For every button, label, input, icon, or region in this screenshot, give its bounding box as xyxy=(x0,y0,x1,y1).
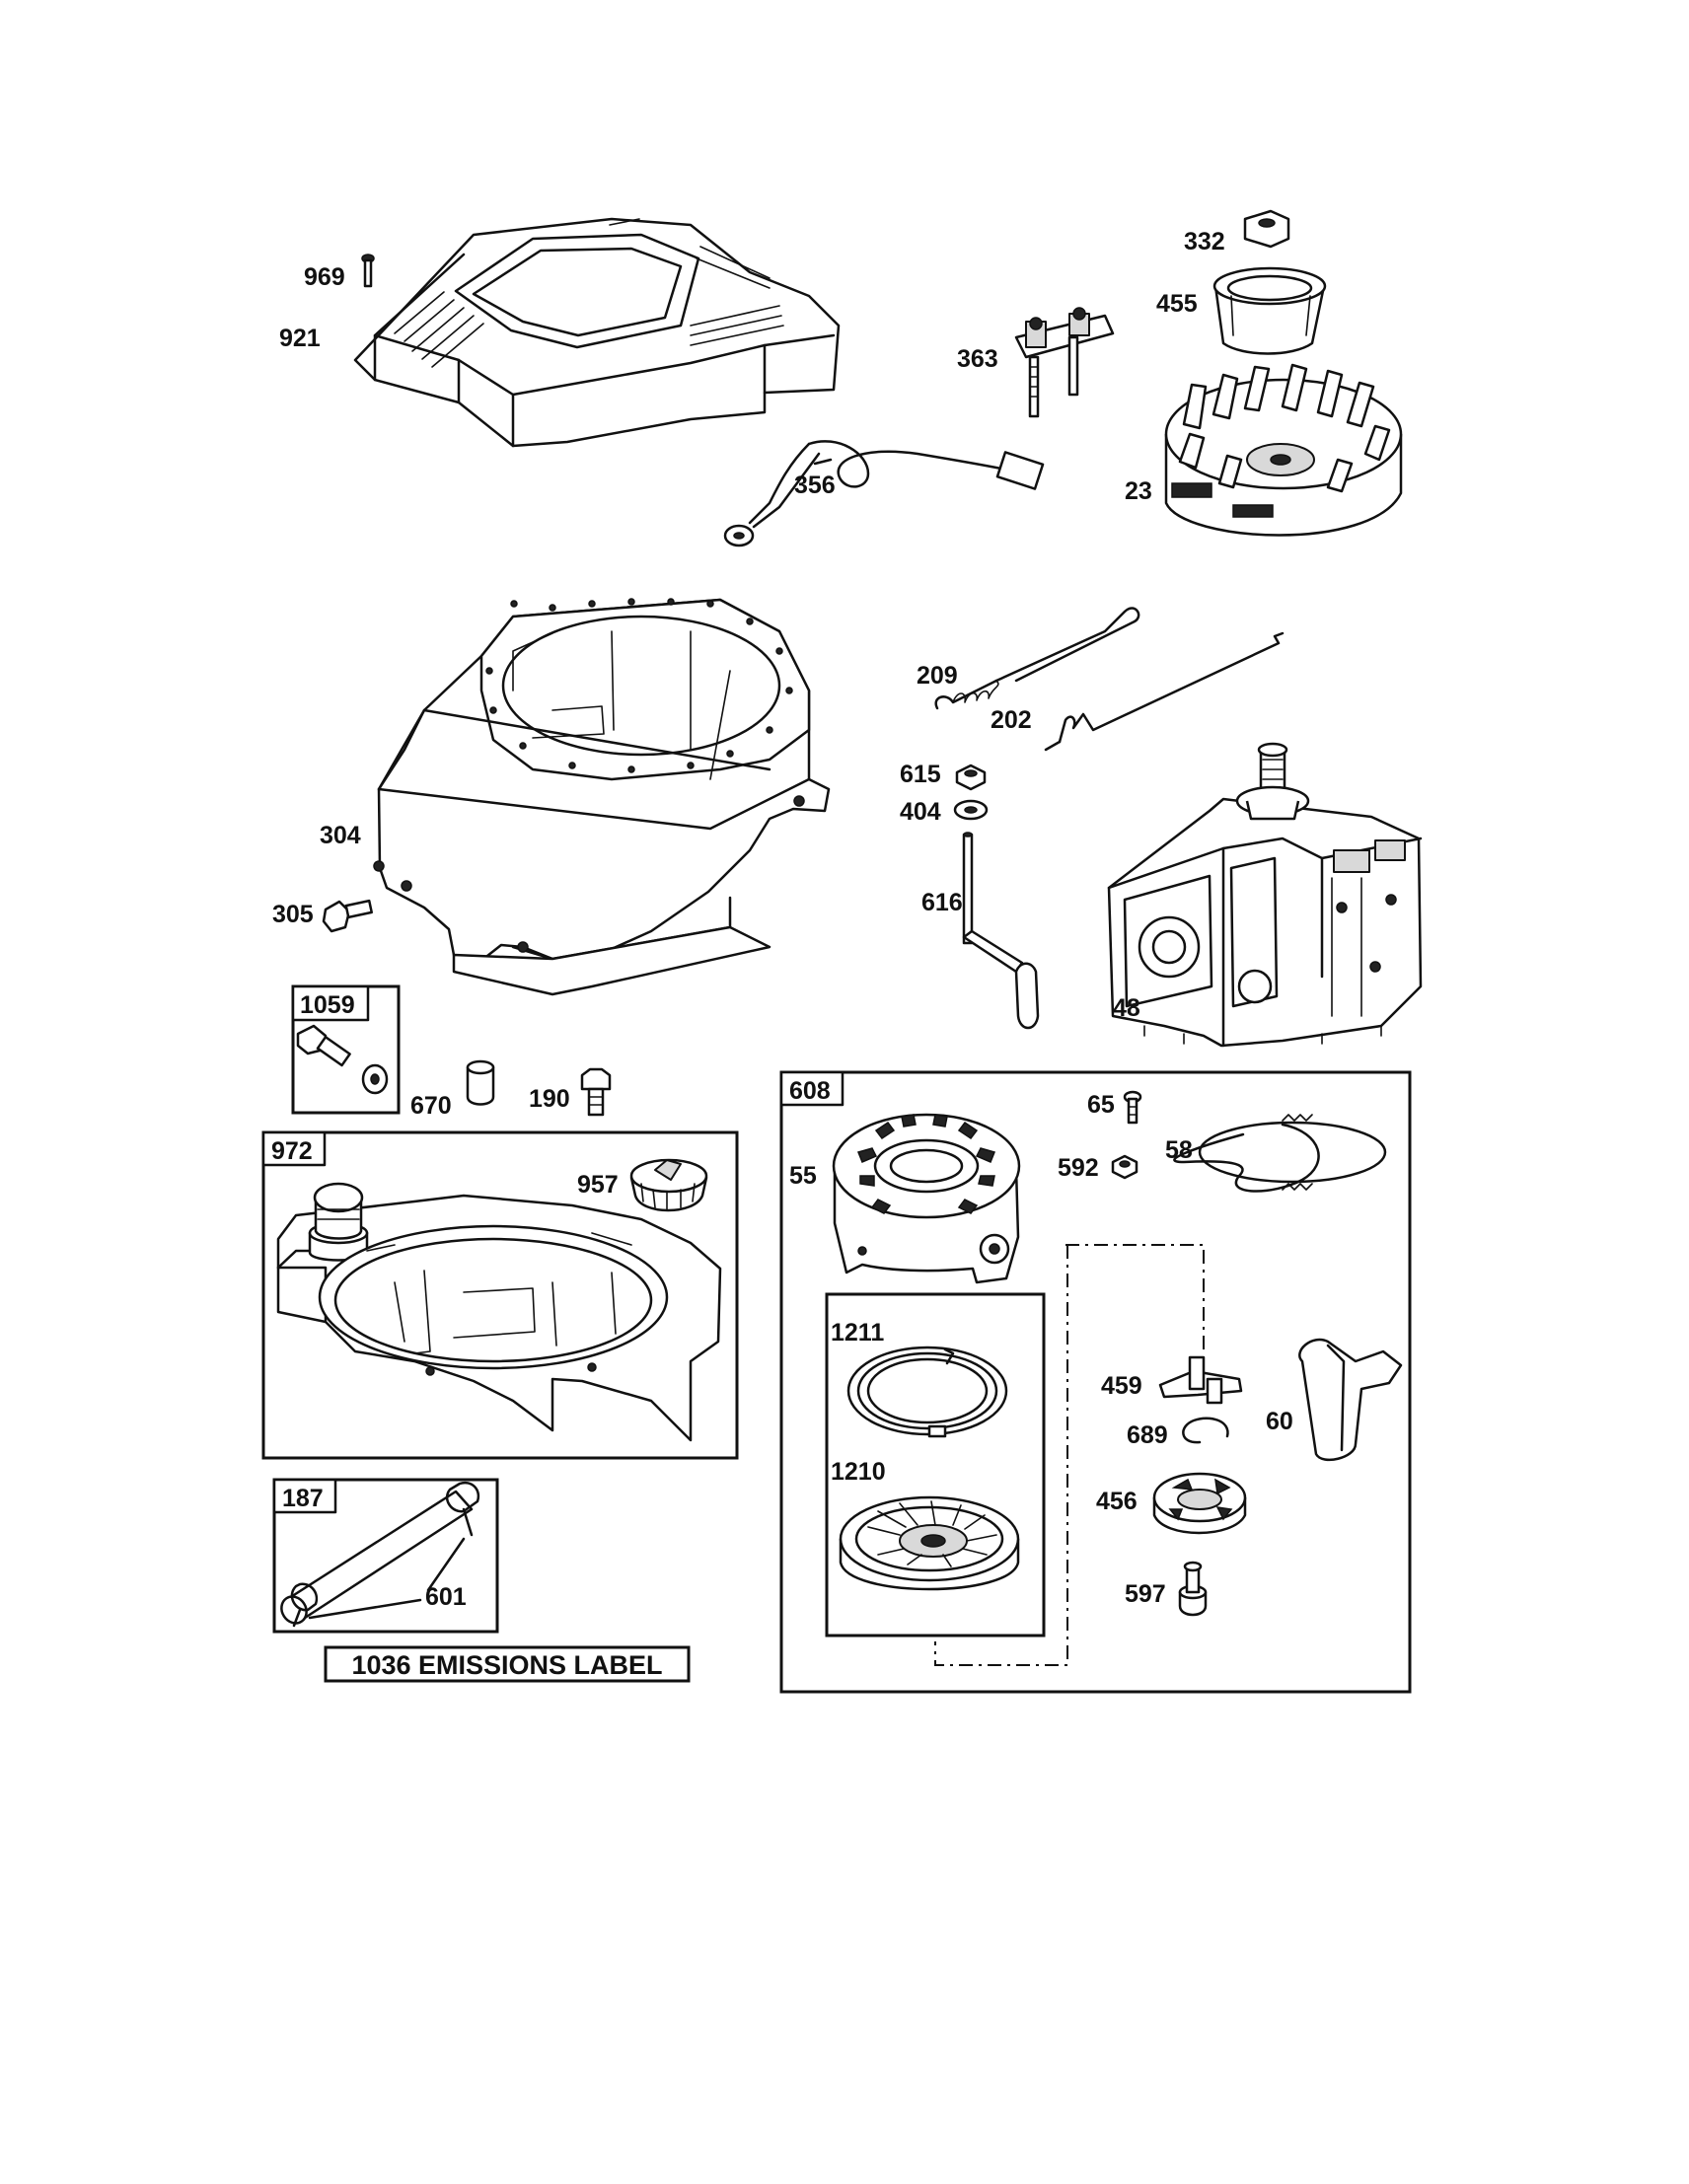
label-304: 304 xyxy=(320,822,361,849)
label-404: 404 xyxy=(900,798,941,826)
part-202-governor-link xyxy=(1044,631,1285,752)
label-601: 601 xyxy=(425,1583,467,1611)
part-615-nut xyxy=(955,764,987,791)
part-459-starter-dog xyxy=(1158,1355,1243,1405)
connector-line-lower xyxy=(934,1245,1068,1666)
part-670-spacer xyxy=(466,1059,495,1106)
label-969: 969 xyxy=(304,263,345,291)
part-332-nut xyxy=(1243,209,1290,249)
part-455-starter-cup xyxy=(1212,266,1327,355)
part-363-armature xyxy=(1014,307,1115,418)
label-921: 921 xyxy=(279,325,321,352)
kit-box-608: 608 xyxy=(779,1070,1412,1694)
label-65: 65 xyxy=(1087,1091,1115,1119)
label-456: 456 xyxy=(1096,1488,1138,1515)
part-304-blower-housing xyxy=(373,598,831,996)
part-55-starter-housing xyxy=(832,1113,1021,1284)
label-58: 58 xyxy=(1165,1136,1193,1164)
label-60: 60 xyxy=(1266,1408,1293,1435)
part-601-fuel-line xyxy=(280,1481,480,1628)
label-202: 202 xyxy=(991,706,1032,734)
inner-box-pulley xyxy=(825,1292,1046,1638)
part-65-screw xyxy=(1123,1090,1142,1125)
box-label-972: 972 xyxy=(271,1137,313,1165)
part-969-screw xyxy=(361,254,375,288)
part-356-ground-wire xyxy=(723,440,1045,547)
label-332: 332 xyxy=(1184,228,1225,255)
label-48: 48 xyxy=(1113,994,1140,1022)
kit-box-187: 187 xyxy=(272,1478,499,1634)
part-305-screw xyxy=(322,899,373,933)
part-957-fuel-cap xyxy=(629,1158,708,1212)
label-305: 305 xyxy=(272,901,314,928)
part-616-governor-lever xyxy=(962,832,1040,1030)
box-label-608: 608 xyxy=(789,1077,831,1105)
part-1211-rewind-spring xyxy=(846,1346,1008,1438)
label-957: 957 xyxy=(577,1171,619,1199)
label-23: 23 xyxy=(1125,477,1152,505)
label-55: 55 xyxy=(789,1162,817,1190)
label-209: 209 xyxy=(917,662,958,690)
part-456-ratchet xyxy=(1152,1472,1247,1535)
label-616: 616 xyxy=(921,889,963,916)
label-190: 190 xyxy=(529,1085,570,1113)
label-455: 455 xyxy=(1156,290,1198,318)
part-404-washer xyxy=(953,799,989,821)
label-597: 597 xyxy=(1125,1580,1166,1608)
part-597-screw xyxy=(1178,1561,1208,1617)
part-48-crankcase xyxy=(1107,742,1423,1048)
part-921-engine-cover xyxy=(353,217,841,448)
part-23-flywheel xyxy=(1164,363,1403,537)
kit-box-1059: 1059 xyxy=(291,984,401,1115)
label-689: 689 xyxy=(1127,1421,1168,1449)
label-1211: 1211 xyxy=(831,1319,884,1347)
part-58-starter-rope xyxy=(1173,1114,1387,1193)
label-1210: 1210 xyxy=(831,1458,886,1486)
connector-line xyxy=(1065,1244,1205,1353)
part-689-retainer xyxy=(1182,1417,1229,1444)
label-356: 356 xyxy=(794,472,836,499)
label-592: 592 xyxy=(1058,1154,1099,1182)
label-670: 670 xyxy=(410,1092,452,1120)
label-459: 459 xyxy=(1101,1372,1142,1400)
label-363: 363 xyxy=(957,345,998,373)
part-60-starter-handle xyxy=(1298,1338,1403,1462)
emissions-label-text: 1036 EMISSIONS LABEL xyxy=(351,1650,662,1680)
part-592-nut xyxy=(1111,1154,1138,1180)
emissions-label-box: 1036 EMISSIONS LABEL xyxy=(324,1645,691,1683)
part-190-stud xyxy=(580,1067,612,1117)
part-209-governor-spring xyxy=(934,607,1140,710)
box-label-1059: 1059 xyxy=(300,991,355,1019)
part-972-fuel-tank xyxy=(276,1182,722,1442)
box-label-187: 187 xyxy=(282,1485,324,1512)
part-1210-pulley xyxy=(839,1495,1020,1591)
kit-box-972: 972 xyxy=(261,1130,739,1460)
label-615: 615 xyxy=(900,761,941,788)
